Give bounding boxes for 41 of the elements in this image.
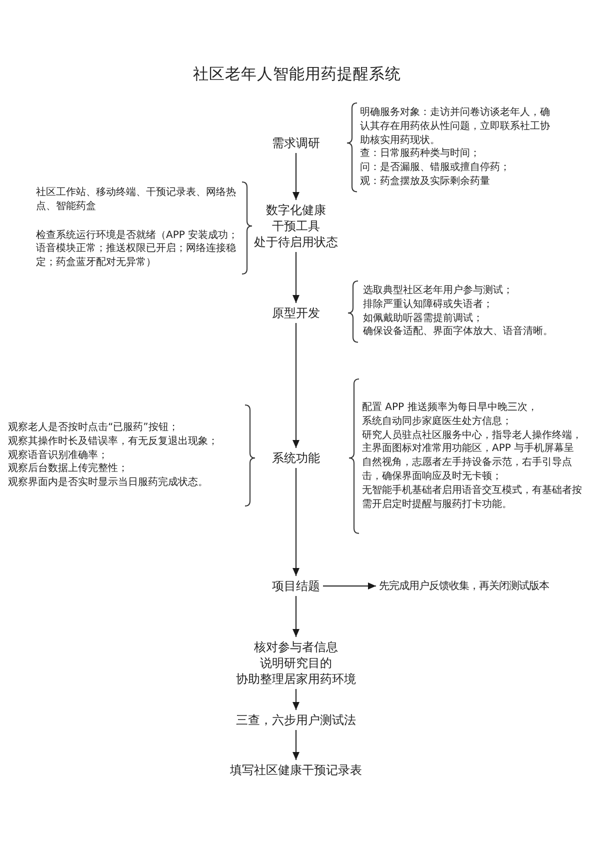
arrow [292, 596, 300, 638]
step-label: 填写社区健康干预记录表 [227, 760, 365, 780]
note-text: 社区工作站、移动终端、干预记录表、网络热点、智能药盒 [36, 186, 237, 214]
step-label: 系统功能 [269, 448, 323, 468]
note-text: 系统自动同步家庭医生处方信息； [362, 414, 513, 429]
note-text: 无智能手机基础者启用语音交互模式，有基础者按需开启定时提醒与服药打卡功能。 [362, 484, 583, 512]
step-label: 说明研究目的 [259, 655, 333, 671]
note-text: 观察老人是否按时点击“已服药”按钮； [8, 421, 180, 435]
note-text: 确保设备适配、界面字体放大、语音清晰。 [363, 325, 554, 340]
arrow [292, 252, 300, 304]
note-text: 观察语音识别准确率； [8, 448, 109, 462]
step-label: 数字化健康 [265, 202, 327, 218]
arrow [292, 688, 300, 710]
arrow [322, 582, 376, 590]
outcome-text: 先完成用户反馈收集，再关闭测试版本 [376, 577, 552, 595]
step-label: 需求调研 [269, 133, 323, 153]
diagram-title: 社区老年人智能用药提醒系统 [193, 64, 401, 84]
step-label: 干预工具 [271, 218, 321, 234]
note-text: 选取典型社区老年用户参与测试； [363, 284, 514, 298]
note-text: 观：药盒摆放及实际剩余药量 [360, 174, 491, 189]
note-text: 观察界面内是否实时显示当日服药完成状态。 [8, 476, 209, 490]
arrow [292, 730, 300, 760]
arrow [292, 468, 300, 576]
note-text: 明确服务对象：走访并问卷访谈老年人，确认其存在用药依从性问题，立即联系社工协助核实用药现状。 [360, 106, 551, 148]
note-text: 配置 APP 推送频率为每日早中晚三次， [362, 401, 538, 415]
note-text: 问：是否漏服、错服或擅自停药； [360, 161, 511, 175]
note-text: 观察后台数据上传完整性； [8, 462, 129, 476]
step-label: 原型开发 [269, 303, 323, 323]
step-label: 项目结题 [269, 576, 323, 596]
arrow [292, 322, 300, 448]
note-text: 观察其操作时长及错误率，有无反复退出现象； [8, 434, 219, 449]
note-text: 研究人员驻点社区服务中心，指导老人操作终端，主界面图标对准常用功能区，APP 与手机屏幕呈自然视角，志愿者左手持设备示范，右手引导点击，确保界面响应及时无卡顿； [362, 428, 583, 484]
note-text: 如佩戴助听器需提前调试； [363, 312, 484, 326]
note-text: 排除严重认知障碍或失语者； [363, 298, 494, 312]
step-label: 三查，六步用户测试法 [233, 710, 359, 730]
note-text: 查：日常服药种类与时间； [360, 147, 481, 162]
step-label: 协助整理居家用药环境 [236, 671, 356, 687]
step-label: 处于待启用状态 [254, 234, 338, 250]
arrow [292, 152, 300, 200]
step-label: 核对参与者信息 [253, 639, 339, 655]
note-text: 检查系统运行环境是否就绪（APP 安装成功；语音模块正常；推送权限已开启；网络连接稳定；药盒蓝牙配对无异常） [36, 228, 240, 270]
